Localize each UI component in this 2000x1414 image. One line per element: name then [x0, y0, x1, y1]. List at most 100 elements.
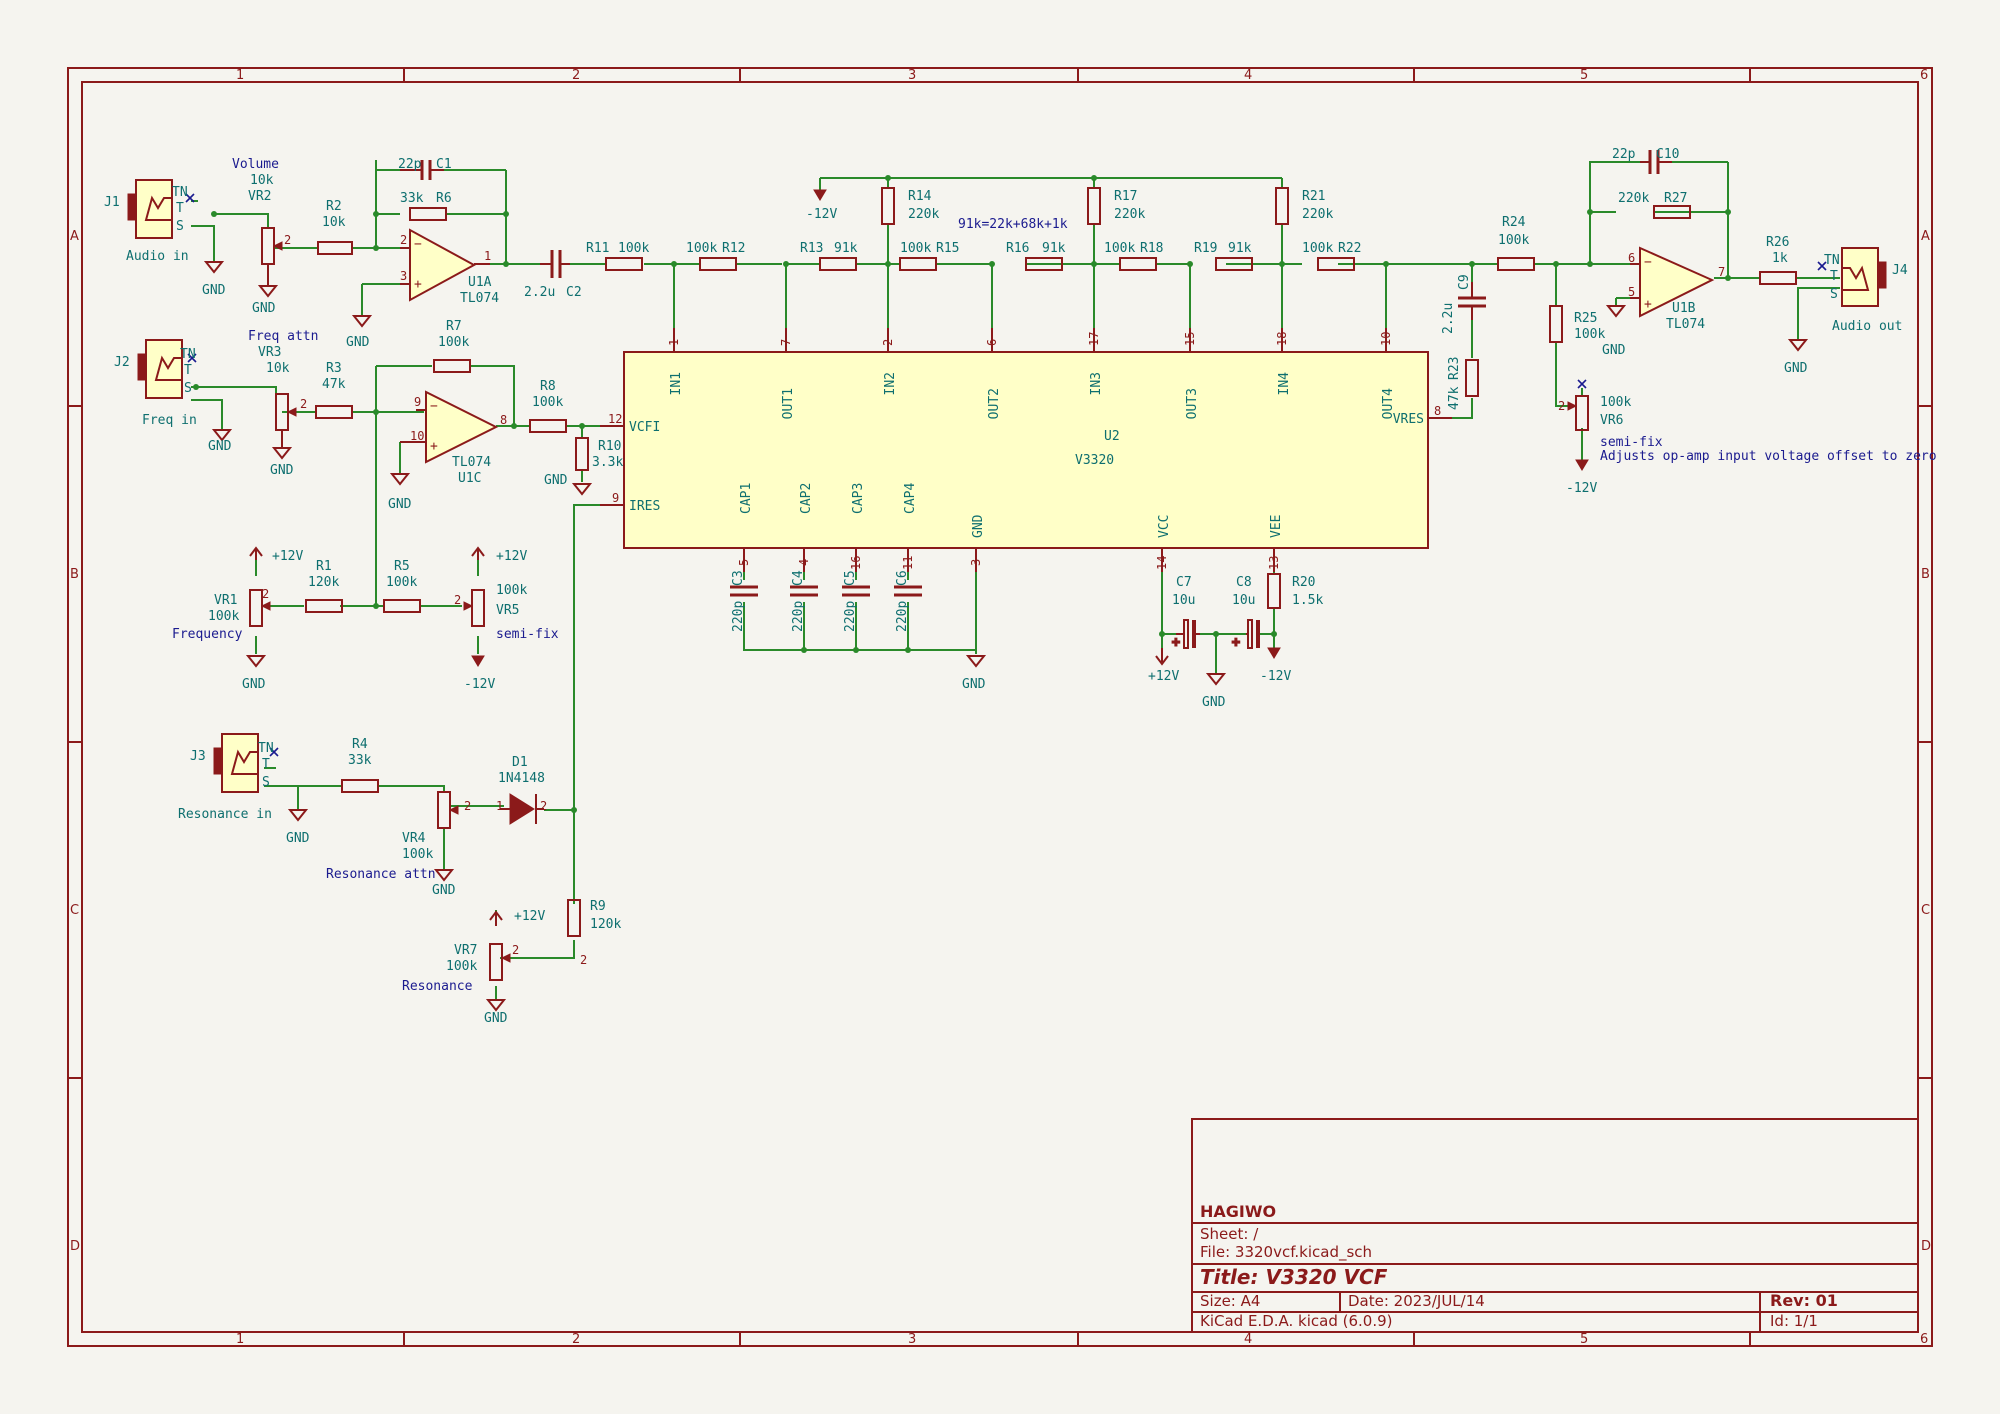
capacitor-c3[interactable] — [730, 585, 758, 597]
sheet-frame: 1 2 3 4 5 6 1 2 3 4 5 6 A B C D A B C D — [67, 67, 1933, 1347]
vr2-pin-2: 2 — [284, 233, 291, 247]
opamp-u1a[interactable]: −+ 2 3 1 U1A TL074 — [400, 228, 499, 306]
resistor-r14[interactable] — [881, 187, 895, 225]
resistor-r22[interactable] — [1317, 257, 1355, 271]
u2-pin-out3: OUT3 — [1185, 388, 1200, 419]
capacitor-c7[interactable]: + — [1171, 619, 1200, 651]
grid-col-3: 3 — [908, 68, 916, 83]
r23-value: 47k — [1447, 386, 1462, 410]
resistor-r18[interactable] — [1119, 257, 1157, 271]
j3-ref: J3 — [190, 749, 206, 764]
u2-pinnum-17: 17 — [1087, 332, 1101, 346]
vr7-value: 100k — [446, 959, 477, 974]
grid-col-2-bottom: 2 — [572, 1332, 580, 1347]
opamp-u1c[interactable]: −+ 9 10 8 TL074 U1C — [400, 390, 507, 486]
u2-pin-cap2: CAP2 — [799, 483, 814, 514]
capacitor-c9[interactable] — [1458, 282, 1486, 320]
capacitor-c5[interactable] — [842, 585, 870, 597]
vneg-label-vr5: -12V — [464, 677, 495, 692]
resistor-r25[interactable] — [1549, 305, 1563, 343]
u2-pinnum-9: 9 — [612, 491, 619, 505]
resistor-r27[interactable] — [1653, 205, 1691, 219]
resistor-r12[interactable] — [699, 257, 737, 271]
resistor-r8[interactable] — [529, 419, 567, 433]
r5-value: 100k — [386, 575, 417, 590]
pot-vr6[interactable] — [1567, 379, 1589, 431]
r9-pin-2: 2 — [580, 953, 587, 967]
resistor-r20[interactable] — [1267, 573, 1281, 609]
j4-s: S — [1830, 287, 1838, 302]
c4-ref: C4 — [791, 570, 806, 586]
grid-col-6-bottom: 6 — [1920, 1332, 1928, 1347]
vr6-value: 100k — [1600, 395, 1631, 410]
opamp-u1b[interactable]: −+ 6 5 7 U1B TL074 — [1628, 246, 1725, 332]
resistor-r16[interactable] — [1025, 257, 1063, 271]
j1-tn: TN — [172, 185, 188, 200]
pot-vr4[interactable] — [437, 791, 459, 829]
r11-value: 100k — [618, 241, 649, 256]
capacitor-c10[interactable] — [1640, 150, 1672, 174]
vr3-value: 10k — [266, 361, 290, 376]
u2-pin-out4: OUT4 — [1381, 388, 1396, 419]
u2-pin-vee: VEE — [1269, 515, 1284, 538]
u1b-pin-7: 7 — [1718, 265, 1725, 279]
pot-vr2[interactable] — [261, 227, 283, 286]
gnd-label-vr2: GND — [202, 283, 226, 298]
r26-ref: R26 — [1766, 235, 1789, 250]
resistor-r1[interactable] — [305, 599, 343, 613]
grid-row-b: B — [70, 567, 79, 582]
r16-ref: R16 — [1006, 241, 1029, 256]
resistor-r11[interactable] — [605, 257, 643, 271]
u2-pinnum-13: 13 — [1267, 556, 1281, 570]
resistor-r10[interactable] — [575, 437, 589, 471]
pot-vr1[interactable] — [249, 589, 271, 627]
capacitor-c2[interactable] — [540, 250, 570, 278]
capacitor-c1[interactable] — [400, 160, 444, 180]
resistor-r19[interactable] — [1215, 257, 1253, 271]
resistor-r13[interactable] — [819, 257, 857, 271]
pot-vr3[interactable] — [275, 393, 297, 448]
negative-supply-symbols — [471, 189, 1589, 667]
grid-row-b-right: B — [1921, 567, 1930, 582]
resistor-r17[interactable] — [1087, 187, 1101, 225]
u2-pinnum-15: 15 — [1183, 332, 1197, 346]
u2-v3320-chip[interactable]: U2 V3320 IN1 OUT1 IN2 OUT2 IN3 OUT3 IN4 … — [600, 328, 1452, 572]
pot-vr7[interactable] — [489, 943, 511, 981]
resistor-r4[interactable] — [341, 779, 379, 793]
capacitor-c4[interactable] — [790, 585, 818, 597]
resistor-r26[interactable] — [1759, 271, 1797, 285]
c9-value: 2.2u — [1441, 303, 1456, 334]
jack-j1[interactable] — [127, 179, 195, 239]
resistor-r3[interactable] — [315, 405, 353, 419]
resistor-r7[interactable] — [433, 359, 471, 373]
resistor-r15[interactable] — [899, 257, 937, 271]
jack-j2[interactable] — [137, 339, 197, 399]
resistor-r24[interactable] — [1497, 257, 1535, 271]
capacitor-c8[interactable]: + — [1231, 619, 1260, 651]
r17-ref: R17 — [1114, 189, 1137, 204]
pot-vr5[interactable] — [463, 589, 485, 627]
r13-ref: R13 — [800, 241, 823, 256]
vr3-pin-2: 2 — [300, 397, 307, 411]
resistor-r6[interactable] — [409, 207, 447, 221]
title-block-title: Title: V3320 VCF — [1200, 1265, 1388, 1289]
jack-j4[interactable] — [1817, 247, 1887, 307]
capacitor-c6[interactable] — [894, 585, 922, 597]
c3-value: 220p — [731, 601, 746, 632]
resistor-r9[interactable] — [567, 899, 581, 937]
u2-pin-cap1: CAP1 — [739, 483, 754, 514]
gnd-label-vr1: GND — [242, 677, 266, 692]
u2-pin-cap3: CAP3 — [851, 483, 866, 514]
d1-value: 1N4148 — [498, 771, 545, 786]
resistor-r2[interactable] — [317, 241, 353, 255]
capacitors: + + — [400, 150, 1672, 651]
u2-pin-cap4: CAP4 — [903, 483, 918, 514]
vneg-label-ladder: -12V — [806, 207, 837, 222]
resistor-r5[interactable] — [383, 599, 421, 613]
jack-j3[interactable] — [213, 733, 279, 793]
resistor-r23[interactable] — [1465, 359, 1479, 397]
u2-pin-vres: VRES — [1393, 412, 1424, 427]
resistor-r21[interactable] — [1275, 187, 1289, 225]
diode-d1[interactable] — [500, 793, 544, 825]
c1-ref: C1 — [436, 157, 452, 172]
